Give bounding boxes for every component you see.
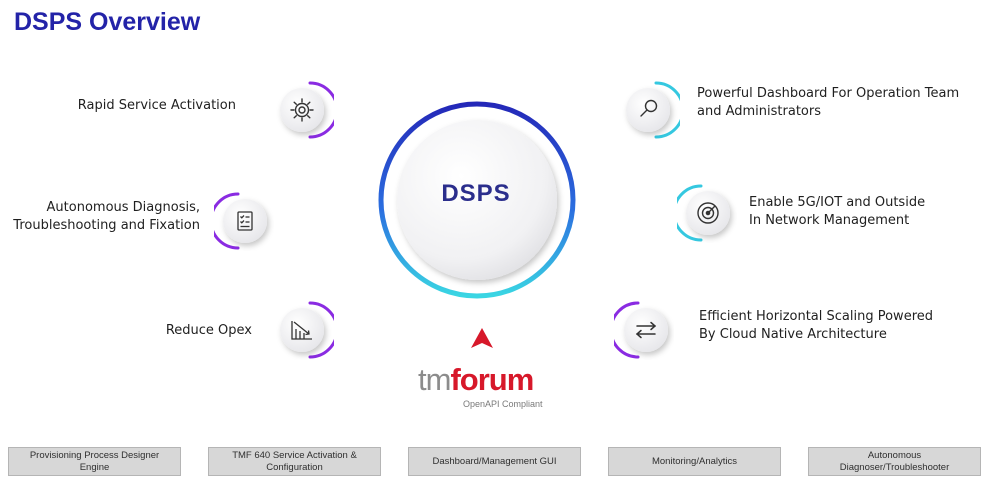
module-box-monitoring-analytics: Monitoring/Analytics (608, 447, 781, 476)
feature-icon-ring-rapid-service (274, 80, 334, 140)
swap-arrows-icon (635, 321, 657, 339)
feature-label-rapid-service-activation: Rapid Service Activation (77, 98, 236, 113)
dsps-center-label: DSPS (441, 180, 511, 207)
feature-icon-ring-5g-iot (677, 183, 737, 243)
tmforum-logo: tmforum (418, 362, 534, 397)
page-title: DSPS Overview (14, 8, 201, 36)
feature-label-autonomous-diagnosis: Autonomous Diagnosis, Troubleshooting an… (13, 200, 200, 233)
module-box-provisioning-designer: Provisioning Process Designer Engine (8, 447, 181, 476)
target-icon (697, 202, 719, 224)
feature-icon-ring-dashboard (620, 80, 680, 140)
module-box-dashboard-gui: Dashboard/Management GUI (408, 447, 581, 476)
dsps-center-ring (378, 101, 576, 299)
feature-label-reduce-opex: Reduce Opex (165, 323, 252, 338)
module-box-autonomous-diagnoser: Autonomous Diagnoser/Troubleshooter (808, 447, 981, 476)
feature-label-5g-iot: Enable 5G/IOT and Outside In Network Man… (749, 195, 926, 228)
tmforum-subtitle: OpenAPI Compliant (463, 399, 543, 409)
feature-icon-ring-scaling (614, 300, 674, 360)
feature-icon-ring-reduce-opex (274, 300, 334, 360)
magnifier-icon (640, 99, 658, 117)
chart-down-icon (291, 321, 312, 340)
feature-label-dashboard: Powerful Dashboard For Operation Team an… (697, 86, 960, 119)
feature-label-scaling: Efficient Horizontal Scaling Powered By … (699, 309, 933, 342)
checklist-icon (237, 211, 253, 231)
tmforum-triangle-logo (471, 328, 493, 348)
module-box-tmf640-activation: TMF 640 Service Activation & Configurati… (208, 447, 381, 476)
gear-icon (290, 98, 314, 122)
feature-icon-ring-diagnosis (214, 191, 274, 251)
